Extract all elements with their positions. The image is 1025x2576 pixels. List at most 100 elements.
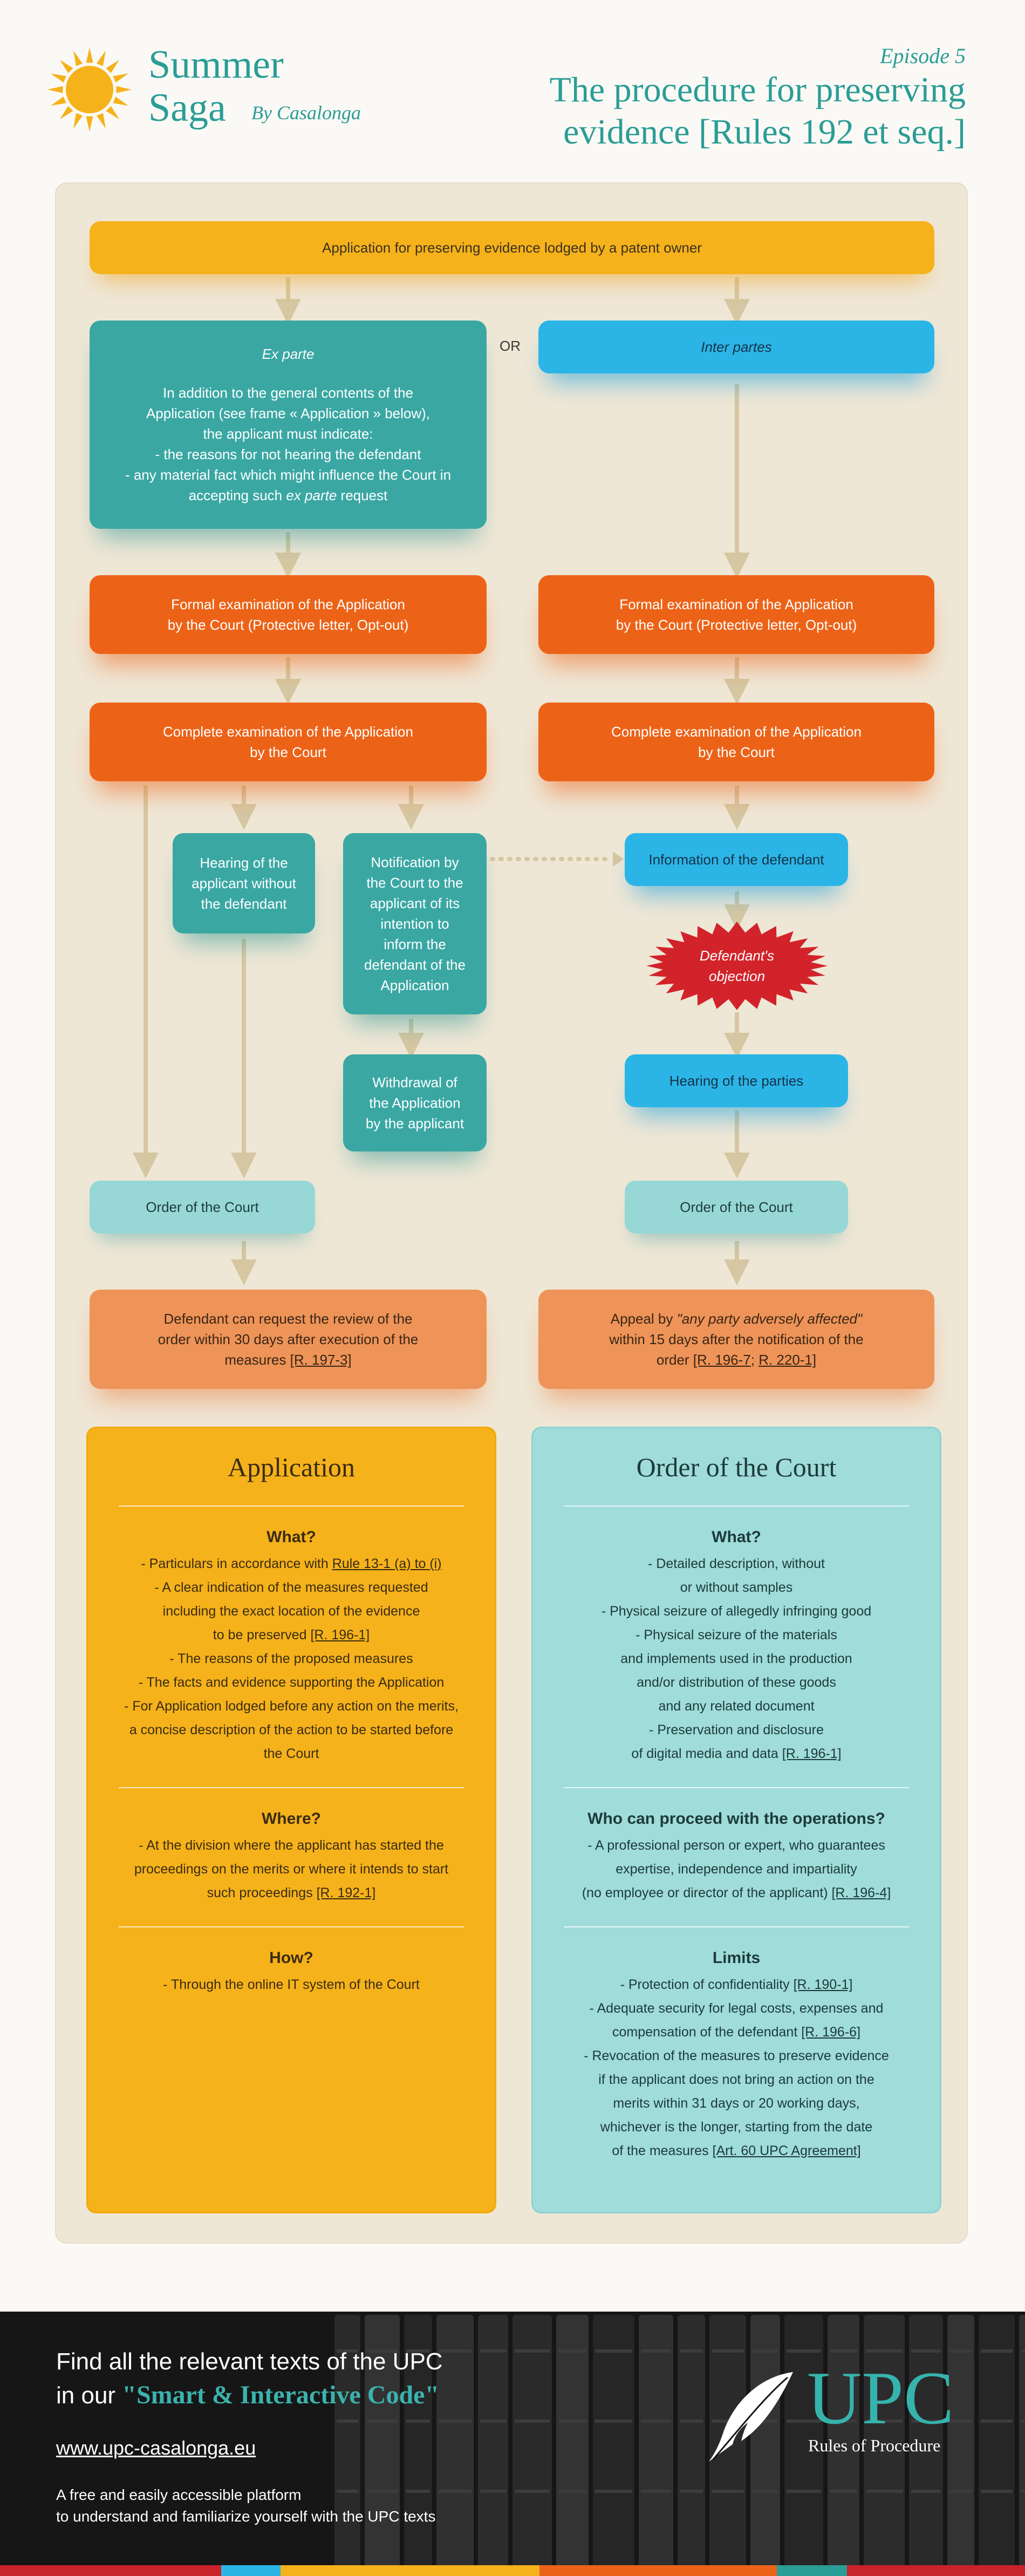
stripe-teal: [777, 2565, 847, 2576]
formal-examination-left-box: Formal examination of the Application by…: [90, 575, 487, 654]
page-title-line-2: evidence [Rules 192 et seq.]: [563, 112, 966, 152]
book-band: [680, 2349, 703, 2353]
book-band: [753, 2490, 778, 2493]
sun-ray: [113, 73, 129, 83]
order-right-box: Order of the Court: [625, 1181, 848, 1234]
complete-left-line-1: Complete examination of the Application: [163, 724, 413, 740]
book-band: [337, 2490, 358, 2493]
ord-limits-line-4: - Revocation of the measures to preserve…: [584, 2048, 889, 2063]
book-band: [480, 2420, 506, 2423]
hearing-applicant-line-2: applicant without: [192, 875, 296, 891]
smart-code-link[interactable]: "Smart & Interactive Code": [122, 2381, 440, 2409]
rule-197-3-link[interactable]: [R. 197-3]: [290, 1352, 352, 1368]
book-spine: [639, 2315, 673, 2576]
or-label: OR: [500, 338, 521, 354]
formal-right-line-2: by the Court (Protective letter, Opt-out…: [616, 617, 857, 633]
book-band: [558, 2349, 586, 2353]
ord-what-line-9: of digital media and data [R. 196-1]: [631, 1746, 842, 1761]
formal-left-line-2: by the Court (Protective letter, Opt-out…: [167, 617, 409, 633]
book-spine: [556, 2315, 589, 2576]
color-stripe: [0, 2565, 1025, 2576]
rule-196-1-link[interactable]: [R. 196-1]: [310, 1627, 370, 1643]
divider: [119, 1505, 464, 1507]
footer-line-1: Find all the relevant texts of the UPC: [56, 2348, 443, 2375]
ord-limits-line-6: merits within 31 days or 20 working days…: [613, 2096, 860, 2111]
notification-box: Notification by the Court to the applica…: [343, 833, 487, 1014]
ord-what-line-6: and/or distribution of these goods: [637, 1675, 836, 1690]
sun-ray: [73, 113, 83, 129]
brand-name: Summer Saga: [148, 43, 284, 130]
ex-parte-line-2: Application (see frame « Application » b…: [146, 405, 430, 421]
order-left-box: Order of the Court: [90, 1181, 315, 1234]
notification-line-2: the Court to the: [366, 875, 463, 891]
footer-promo: Find all the relevant texts of the UPC i…: [56, 2345, 443, 2413]
book-spine: [678, 2315, 705, 2576]
book-spine: [864, 2315, 905, 2576]
ord-what-line-4: - Physical seizure of the materials: [636, 1627, 837, 1643]
formal-right-line-1: Formal examination of the Application: [619, 596, 853, 612]
complete-left-line-2: by the Court: [250, 744, 326, 760]
hearing-applicant-box: Hearing of the applicant without the def…: [173, 833, 315, 933]
book-band: [787, 2349, 821, 2353]
application-how-heading: How?: [269, 1949, 313, 1967]
book-band: [367, 2349, 398, 2353]
app-what-line-1: - Particulars in accordance with Rule 13…: [141, 1556, 442, 1571]
app-what-line-8: a concise description of the action to b…: [129, 1722, 454, 1737]
rule-196-6-link[interactable]: [R. 196-6]: [801, 2025, 861, 2040]
ord-what-line-1: - Detailed description, without: [648, 1556, 825, 1571]
divider: [564, 1505, 909, 1507]
stripe-red-2: [847, 2565, 1025, 2576]
book-spine: [784, 2315, 823, 2576]
application-card: Application What? - Particulars in accor…: [86, 1427, 496, 2213]
sun-ray: [59, 59, 73, 73]
book-band: [787, 2490, 821, 2493]
app-where-line-1: - At the division where the applicant ha…: [139, 1838, 444, 1853]
book-spine: [828, 2315, 859, 2576]
rule-220-1-link[interactable]: R. 220-1]: [758, 1352, 817, 1368]
stripe-blue: [221, 2565, 281, 2576]
order-card: Order of the Court What? - Detailed desc…: [531, 1427, 941, 2213]
book-band: [981, 2420, 1013, 2423]
footer-url-link[interactable]: www.upc-casalonga.eu: [56, 2437, 256, 2459]
book-band: [641, 2490, 671, 2493]
notification-line-5: inform the: [384, 936, 446, 952]
withdrawal-box: Withdrawal of the Application by the app…: [343, 1054, 487, 1151]
book-band: [558, 2490, 586, 2493]
application-what-section: What? - Particulars in accordance with R…: [102, 1528, 480, 1787]
book-band: [595, 2349, 632, 2353]
sun-ray: [106, 59, 120, 73]
app-what-line-4: to be preserved [R. 196-1]: [213, 1627, 370, 1643]
footer-tagline-1: A free and easily accessible platform: [56, 2486, 302, 2503]
stripe-yellow: [281, 2565, 539, 2576]
rule-13-1-link[interactable]: Rule 13-1 (a) to (i): [332, 1556, 442, 1571]
review-request-box: Defendant can request the review of the …: [90, 1290, 487, 1389]
book-band: [439, 2349, 472, 2353]
review-line-1: Defendant can request the review of the: [163, 1311, 413, 1327]
book-band: [680, 2490, 703, 2493]
book-band: [515, 2349, 550, 2353]
rule-192-1-link[interactable]: [R. 192-1]: [316, 1885, 376, 1900]
hearing-applicant-line-3: the defendant: [201, 896, 287, 912]
application-what-heading: What?: [266, 1528, 316, 1546]
notification-line-6: defendant of the: [364, 957, 466, 973]
book-spine: [909, 2315, 943, 2576]
ord-limits-line-3: compensation of the defendant [R. 196-6]: [612, 2025, 861, 2040]
complete-right-line-1: Complete examination of the Application: [611, 724, 862, 740]
ord-who-line-3: (no employee or director of the applican…: [582, 1885, 891, 1900]
app-where-line-3: such proceedings [R. 192-1]: [207, 1885, 376, 1900]
rule-196-4-link[interactable]: [R. 196-4]: [831, 1885, 891, 1900]
application-where-heading: Where?: [261, 1810, 321, 1828]
book-band: [866, 2490, 903, 2493]
order-right-text: Order of the Court: [680, 1199, 793, 1215]
art-60-upc-agreement-link[interactable]: [Art. 60 UPC Agreement]: [712, 2143, 861, 2158]
notification-line-1: Notification by: [371, 854, 459, 870]
rule-190-1-link[interactable]: [R. 190-1]: [793, 1977, 853, 1992]
sun-ray: [86, 47, 93, 63]
sun-ray: [96, 50, 106, 66]
book-band: [337, 2420, 358, 2423]
information-defendant-box: Information of the defendant: [625, 833, 848, 886]
rule-196-1-link[interactable]: [R. 196-1]: [782, 1746, 842, 1761]
rule-196-7-link[interactable]: [R. 196-7: [693, 1352, 751, 1368]
episode-label: Episode 5: [880, 44, 966, 68]
book-band: [367, 2490, 398, 2493]
